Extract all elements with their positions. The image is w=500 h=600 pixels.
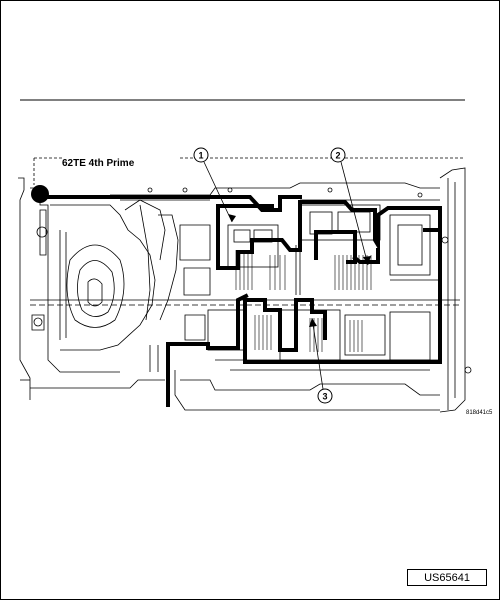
callout-3-label: 3 xyxy=(322,392,327,402)
callout-2-label: 2 xyxy=(335,151,340,161)
circuit-endpoint-marker xyxy=(31,185,49,203)
lower-middle-circuit xyxy=(243,298,327,364)
figure-id-label: US65641 xyxy=(407,569,487,586)
main-line-path xyxy=(38,195,302,212)
drawing-code: 818d41c5 xyxy=(466,410,493,416)
diagram-title: 62TE 4th Prime xyxy=(62,158,135,169)
callout-1: 1 xyxy=(193,147,236,223)
transmission-linework xyxy=(18,157,472,413)
callout-3: 3 xyxy=(309,317,333,404)
fluid-path-lines xyxy=(38,195,442,407)
lower-link xyxy=(236,293,249,350)
callout-1-label: 1 xyxy=(198,151,203,161)
lower-left-circuit xyxy=(166,342,240,407)
right-vertical-circuit xyxy=(243,206,442,364)
upper-left-circuit xyxy=(216,200,442,270)
callout-2: 2 xyxy=(330,147,371,266)
